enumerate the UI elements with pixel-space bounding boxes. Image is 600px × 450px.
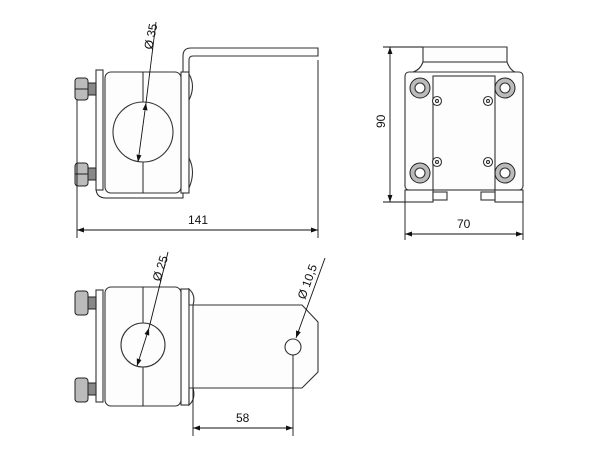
small-bolts [431,95,494,168]
side-view: Ø 35 141 [74,21,319,238]
width-141-label: 141 [188,213,208,227]
diameter-25-leader [136,327,150,367]
mounting-hole-10-5 [284,338,302,356]
foot-right [494,189,524,203]
center-plate [432,75,496,191]
diameter-35-leader [136,102,148,163]
offset-58-label: 58 [236,411,250,425]
top-nut-1 [74,290,89,316]
pipe-hole-25 [120,322,166,368]
bolt-thread-top [87,82,97,96]
top-nut-2 [74,377,89,403]
clamp-plate [95,69,104,191]
diameter-25-label: Ø 25 [150,254,171,283]
front-view: 90 70 [374,46,524,240]
bracket-neck [412,46,516,73]
front-nuts [409,77,516,184]
pad-bottom [188,157,194,189]
foot-left [404,189,434,203]
bolt-thread-bottom [87,167,97,181]
pipe-hole-35 [112,101,174,163]
pad-top [188,71,194,101]
diameter-35-label: Ø 35 [141,22,160,51]
width-70-label: 70 [457,217,471,231]
hole-diameter-leader [295,257,326,339]
top-plate [180,288,190,406]
mounting-bracket-arm [182,47,319,73]
top-clamp-plate [95,289,104,403]
tab-right [480,191,496,201]
back-plate [180,71,190,194]
height-90-label: 90 [374,114,388,128]
tab-left [432,191,448,201]
top-view: Ø 25 Ø 10,5 58 [74,251,326,436]
